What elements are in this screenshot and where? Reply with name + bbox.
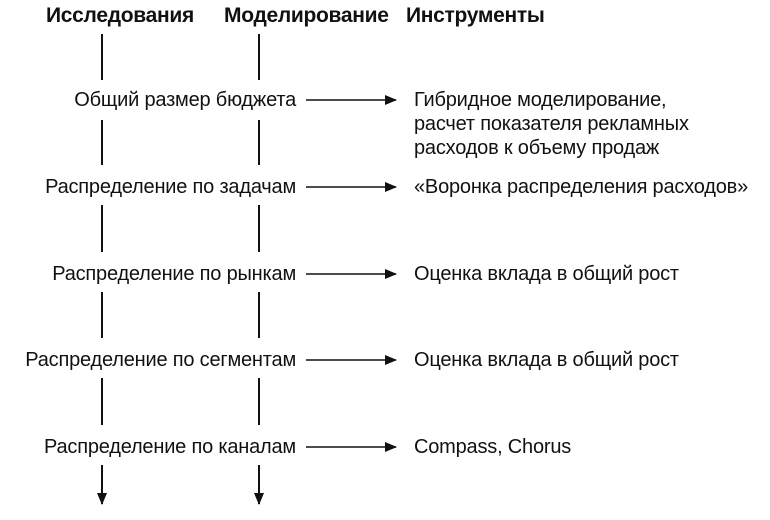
step-by-channels: Распределение по каналам: [44, 436, 296, 458]
step-by-segments: Распределение по сегментам: [25, 349, 296, 371]
tool-by-markets: Оценка вклада в общий рост: [414, 263, 679, 285]
tool-line: расчет показателя рекламных: [414, 113, 689, 135]
step-by-tasks: Распределение по задачам: [45, 176, 296, 198]
tool-budget-size: Гибридное моделирование, расчет показате…: [414, 88, 764, 160]
tool-line: Гибридное моделирование,: [414, 89, 667, 111]
header-research: Исследования: [46, 4, 194, 27]
step-budget-size: Общий размер бюджета: [74, 89, 296, 111]
tool-by-tasks: «Воронка распределения расходов»: [414, 176, 749, 198]
step-by-markets: Распределение по рынкам: [52, 263, 296, 285]
horizontal-arrows: [306, 95, 397, 452]
tool-line: расходов к объему продаж: [414, 137, 660, 159]
tool-by-channels: Compass, Chorus: [414, 436, 572, 458]
tool-by-segments: Оценка вклада в общий рост: [414, 349, 679, 371]
header-modeling: Моделирование: [224, 4, 389, 27]
header-tools: Инструменты: [406, 4, 545, 27]
